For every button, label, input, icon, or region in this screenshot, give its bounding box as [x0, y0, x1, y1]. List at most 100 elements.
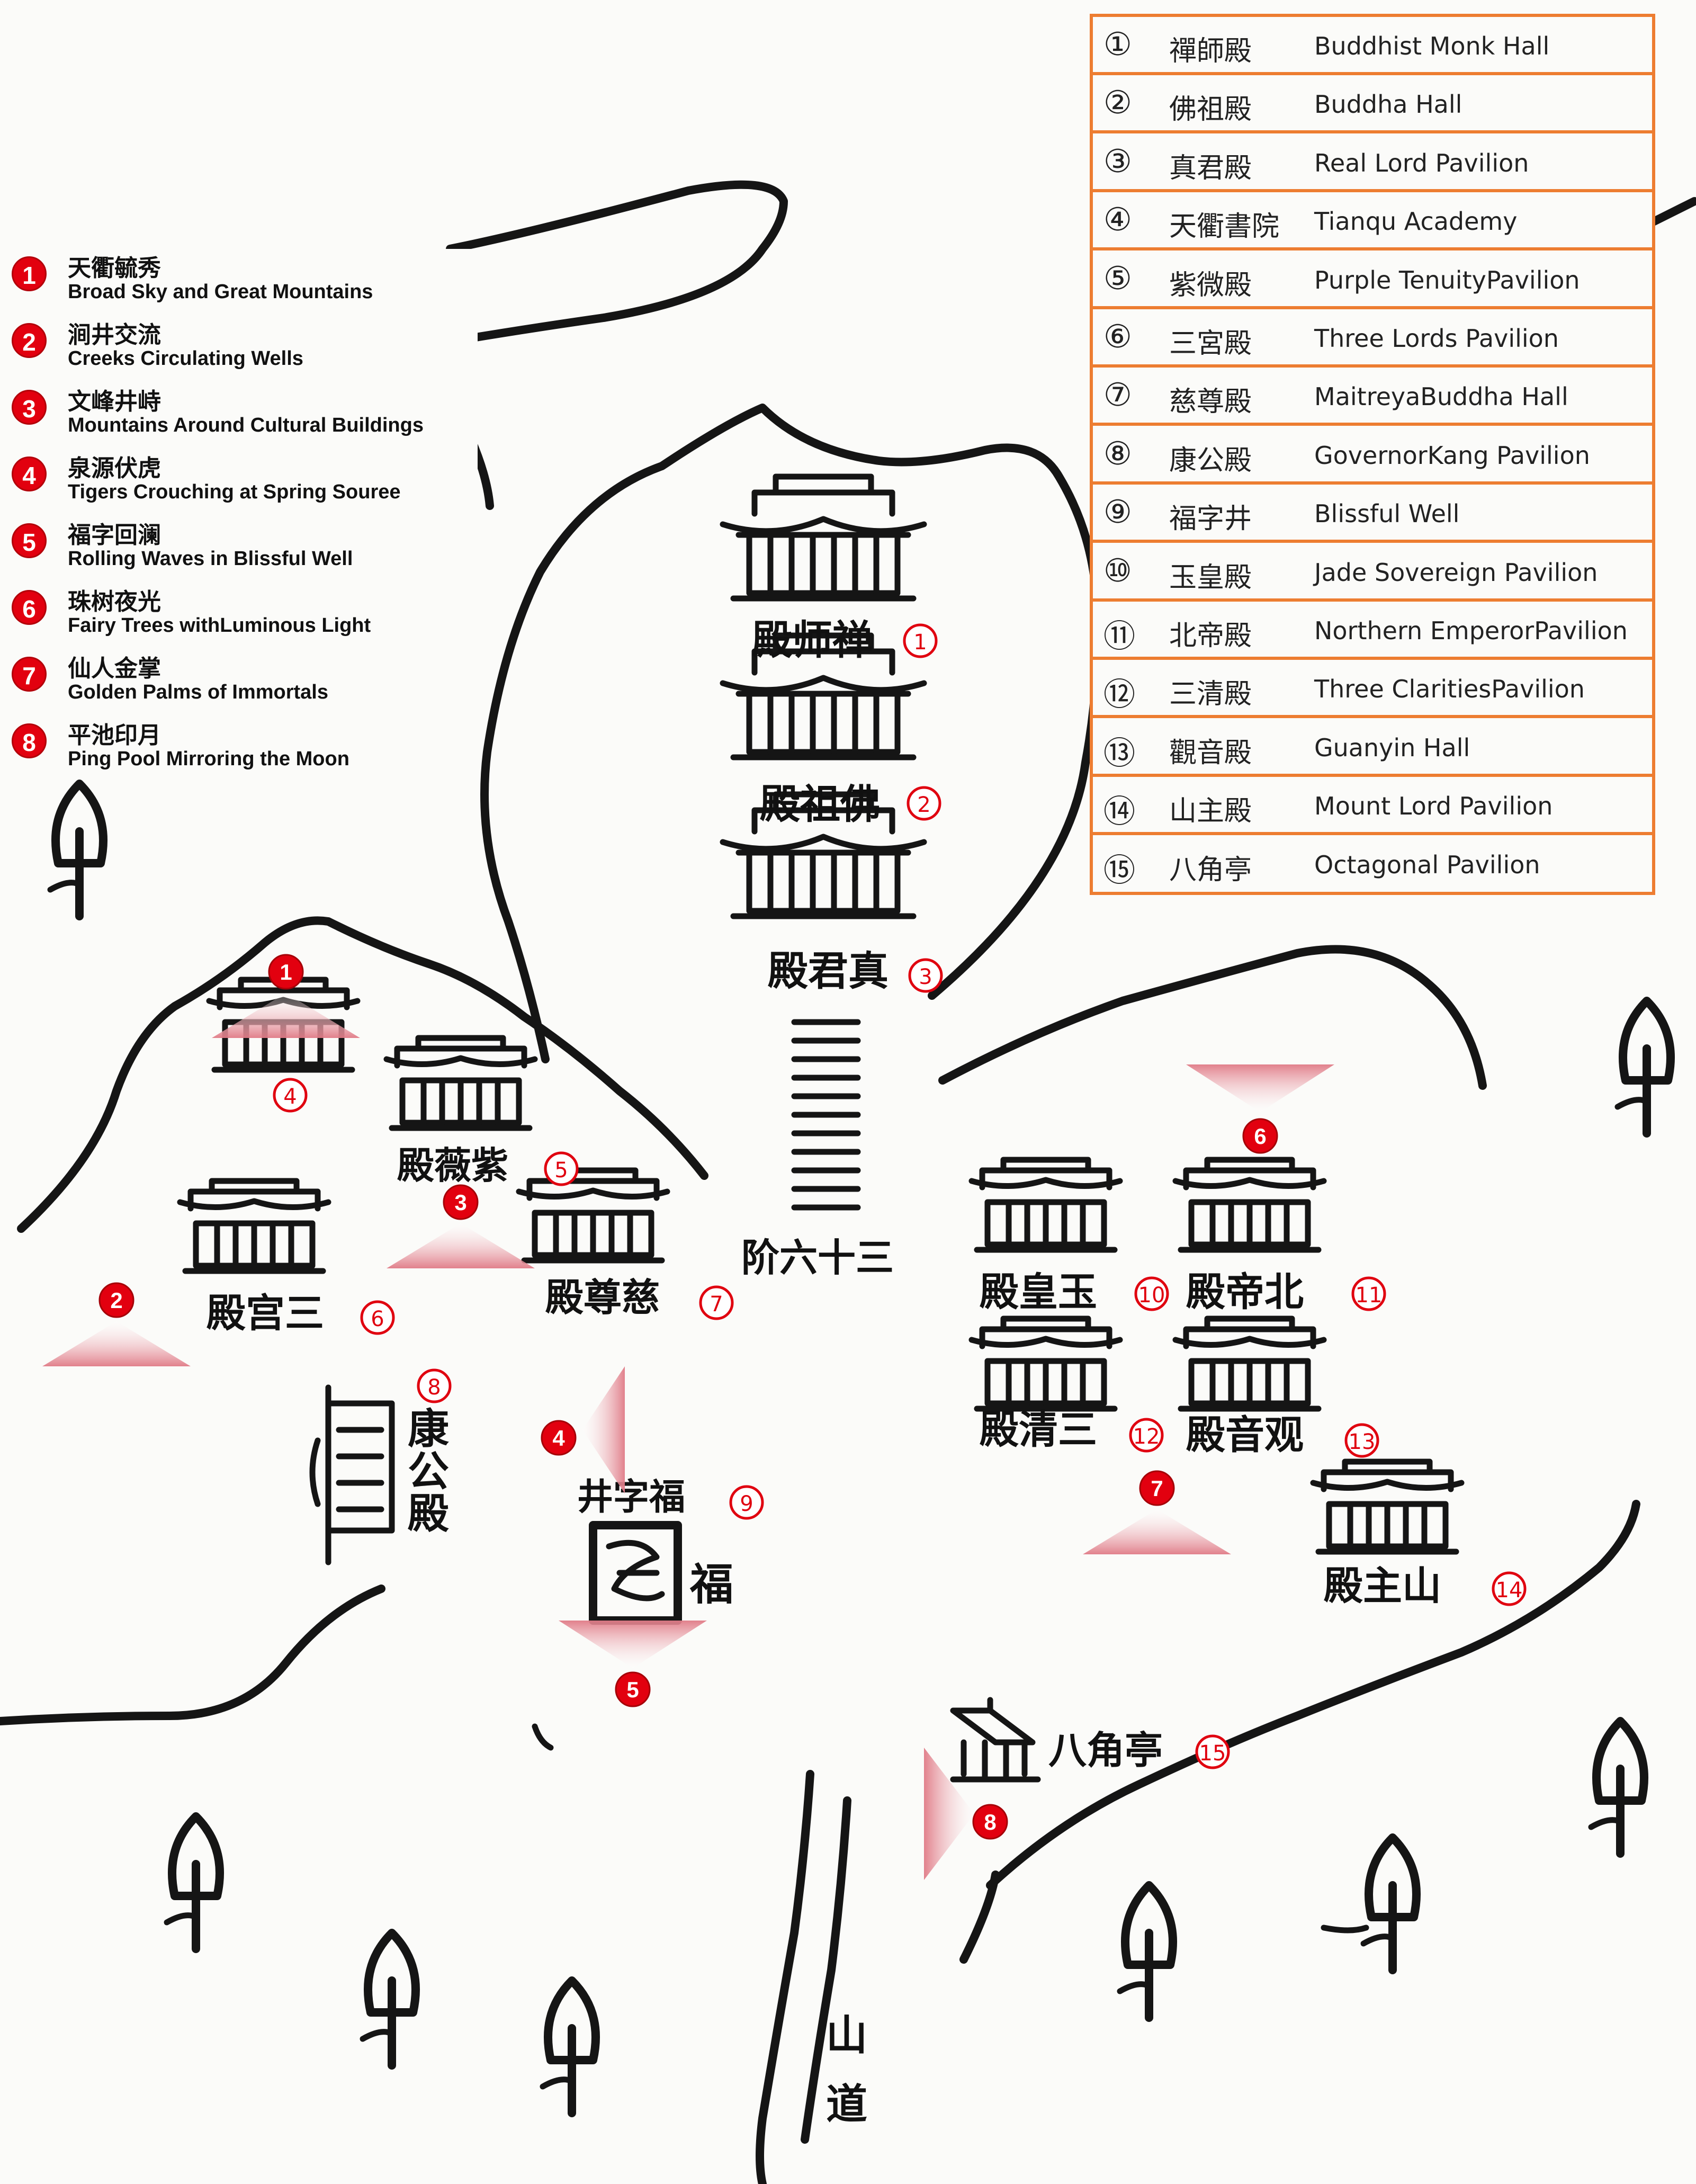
scenic-marker-badge[interactable]: [541, 1420, 577, 1456]
building-number-circle: [417, 1368, 452, 1403]
scenic-number-badge: 2: [12, 323, 47, 358]
scenic-marker-badge[interactable]: [1242, 1118, 1278, 1154]
building-name-zh: 山主殿: [1169, 795, 1252, 828]
building-legend-row: ⑤ 紫微殿 Purple TenuityPavilion: [1093, 251, 1652, 309]
scenic-marker-triangle: [924, 1748, 974, 1880]
scenic-marker-triangle: [387, 1223, 535, 1268]
building-number-circle: [908, 958, 943, 993]
scenic-marker-badge[interactable]: [972, 1804, 1008, 1840]
label-bajiao: 八角亭: [1048, 1727, 1163, 1773]
label-kanggong-2: 公: [408, 1447, 449, 1496]
building-number: ⑧: [1103, 435, 1132, 472]
scenic-marker-triangle: [559, 1621, 707, 1668]
scenic-marker-badge[interactable]: [443, 1184, 479, 1220]
scenic-marker-triangle: [1186, 1064, 1334, 1112]
building-name-zh: 紫微殿: [1169, 269, 1252, 301]
building-number: ⑤: [1103, 259, 1132, 297]
building-name-en: Three Lords Pavilion: [1314, 324, 1559, 353]
building-number-circle: [729, 1485, 764, 1520]
building-number-circle: [699, 1285, 734, 1320]
building-name-zh: 康公殿: [1169, 444, 1252, 477]
scenic-marker-number: 3: [454, 1190, 466, 1215]
building-name-en: Tianqu Academy: [1314, 207, 1518, 236]
scenic-number-badge: 3: [12, 390, 47, 425]
building-name-en: Jade Sovereign Pavilion: [1314, 558, 1598, 587]
building-number-circle: [907, 786, 941, 821]
scenic-number-badge: 8: [12, 723, 47, 758]
building-name-en: Blissful Well: [1314, 499, 1460, 529]
building-name-en: Real Lord Pavilion: [1314, 148, 1529, 177]
label-yuhuang: 殿皇玉: [980, 1269, 1097, 1315]
scenic-marker-badge[interactable]: [268, 954, 304, 990]
building-number-mark: 12: [1133, 1425, 1160, 1449]
building-number-mark: 14: [1496, 1578, 1523, 1603]
building-number-mark: 15: [1199, 1741, 1226, 1766]
building-number-circle: [360, 1300, 395, 1335]
scenic-marker-triangle: [1083, 1509, 1231, 1554]
building-name-zh: 天衢書院: [1169, 211, 1280, 243]
scenic-name-zh: 福字回澜: [68, 522, 161, 549]
kanggong-hall-icon: [309, 1384, 395, 1565]
building-name-zh: 玉皇殿: [1169, 561, 1252, 594]
building-name-zh: 三清殿: [1169, 678, 1252, 711]
scenic-name-zh: 文峰井峙: [68, 388, 161, 415]
building-number-mark: 2: [917, 793, 930, 817]
scenic-marker-badge[interactable]: [1139, 1470, 1175, 1506]
building-name-zh: 八角亭: [1169, 854, 1252, 886]
scenic-name-zh: 涧井交流: [68, 321, 161, 348]
building-number: ④: [1103, 201, 1132, 239]
label-shanzhu: 殿主山: [1324, 1563, 1441, 1609]
building-name-en: Buddha Hall: [1314, 90, 1462, 119]
scenic-name-en: Tigers Crouching at Spring Souree: [68, 481, 401, 503]
building-legend-row: ⑧ 康公殿 GovernorKang Pavilion: [1093, 426, 1652, 485]
label-beidi: 殿帝北: [1186, 1269, 1304, 1315]
building-name-zh: 佛祖殿: [1169, 94, 1252, 126]
label-fuzijing: 井字福: [577, 1476, 685, 1518]
label-ziwei: 殿薇紫: [397, 1143, 508, 1187]
scenic-number-badge: 5: [12, 523, 47, 558]
scenic-name-en: Broad Sky and Great Mountains: [68, 281, 373, 303]
blissful-well-icon: [589, 1521, 682, 1625]
scenic-number-badge: 6: [12, 590, 47, 625]
building-number: ①: [1103, 26, 1132, 63]
scenic-marker-triangle: [212, 993, 360, 1038]
building-name-en: Purple TenuityPavilion: [1314, 265, 1580, 294]
scenic-marker-triangle: [582, 1366, 625, 1493]
building-name-en: Guanyin Hall: [1314, 733, 1470, 762]
building-name-en: Mount Lord Pavilion: [1314, 792, 1553, 821]
building-number-circle: [1134, 1276, 1169, 1311]
scenic-marker-number: 5: [626, 1677, 639, 1702]
scenic-marker-badge[interactable]: [98, 1282, 134, 1318]
label-shandao-2: 道: [826, 2080, 867, 2128]
scenic-name-zh: 仙人金掌: [68, 655, 161, 682]
building-name-en: GovernorKang Pavilion: [1314, 441, 1590, 470]
building-number-circle: [903, 623, 938, 658]
scenic-marker-badge[interactable]: [615, 1671, 651, 1707]
building-name-zh: 福字井: [1169, 503, 1252, 535]
building-name-en: MaitreyaBuddha Hall: [1314, 382, 1568, 411]
scenic-name-zh: 天衢毓秀: [68, 255, 161, 282]
building-number: ②: [1103, 84, 1132, 122]
building-number-mark: 8: [427, 1375, 441, 1400]
label-shandao-1: 山: [826, 2011, 867, 2060]
building-number-circle: [544, 1151, 579, 1186]
building-name-en: Three ClaritiesPavilion: [1314, 675, 1585, 704]
scenic-number-badge: 4: [12, 457, 47, 491]
building-number: ⑬: [1103, 735, 1135, 772]
scenic-name-zh: 珠树夜光: [68, 588, 161, 615]
